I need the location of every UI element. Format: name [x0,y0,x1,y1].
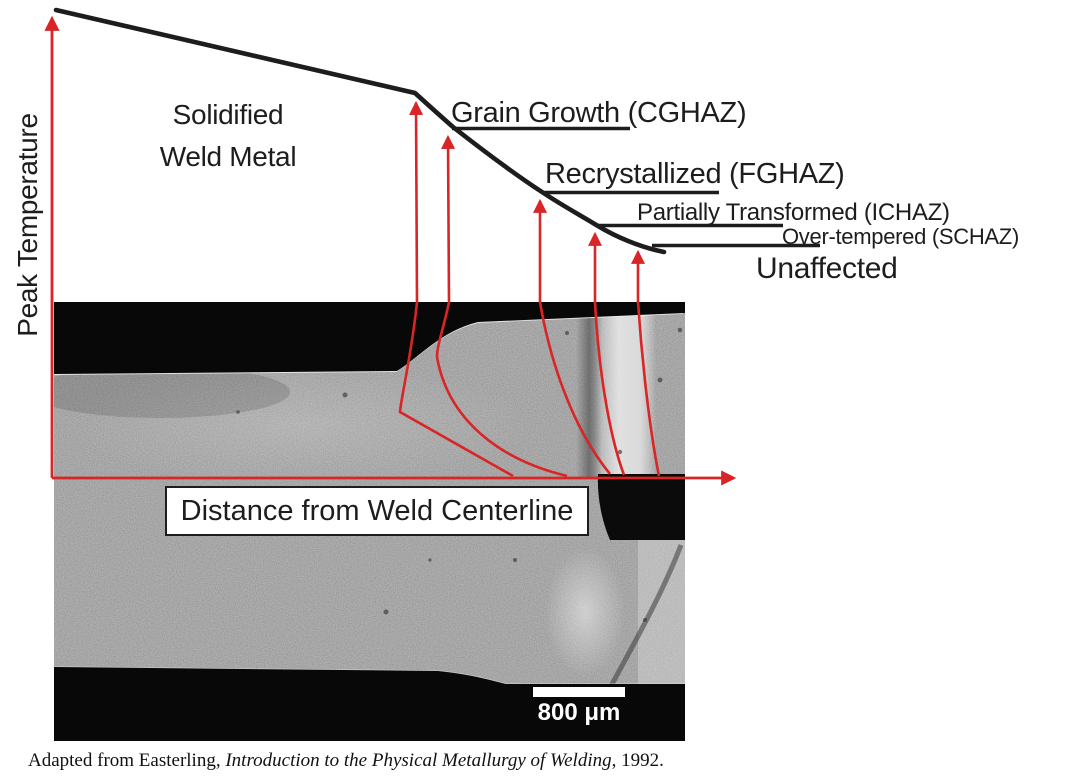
unaffected-label: Unaffected [756,252,898,285]
micrograph-top-mount [54,302,685,374]
solidified-weld-metal-line1: Solidified [172,99,284,130]
scale-bar [533,687,625,697]
boundary-arrow-fghaz [532,198,612,475]
boundary-arrow-schaz [630,249,661,477]
caption-book-title: Introduction to the Physical Metallurgy … [225,750,612,771]
recrystallized-label: Recrystallized (FGHAZ) [545,158,845,190]
partially-transformed-label: Partially Transformed (ICHAZ) [637,199,950,226]
light-patch [638,540,685,686]
peak-temperature-curve [53,7,667,255]
solidified-weld-metal-line2: Weld Metal [159,141,297,172]
grain-growth-label: Grain Growth (CGHAZ) [451,97,747,129]
haz-boundary-arrows [398,100,661,478]
micrograph-bottom-mount [54,667,685,741]
boundary-arrow-cghaz [435,134,568,478]
scale-bar-label: 800 μm [537,699,621,726]
caption-suffix: , 1992. [611,750,664,771]
x-axis-label: Distance from Weld Centerline [180,494,574,527]
dark-patch [54,366,290,418]
boundary-arrow-fusion-line [398,100,514,478]
dark-notch [597,474,685,540]
over-tempered-label: Over-tempered (SCHAZ) [782,224,1019,249]
x-axis-label-box: Distance from Weld Centerline [165,486,589,536]
light-patch [545,548,625,676]
light-patch [65,363,535,487]
caption-prefix: Adapted from Easterling, [28,750,226,771]
solidified-weld-metal-label: Solidified Weld Metal [113,94,343,178]
etched-dark-streak [608,544,684,688]
figure-caption: Adapted from Easterling, Introduction to… [28,750,664,772]
zone-leader-lines [452,126,820,248]
boundary-arrow-ichaz [587,231,626,476]
axes [44,15,737,486]
etched-dark-streak [576,302,602,478]
